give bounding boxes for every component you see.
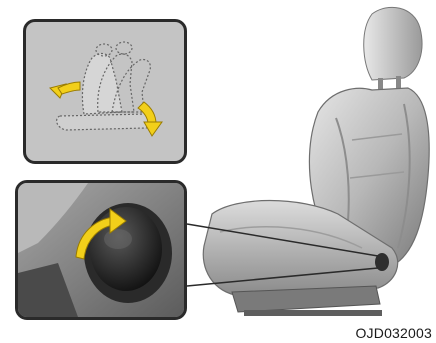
headrest bbox=[364, 7, 422, 80]
arrow-left-icon bbox=[50, 82, 80, 98]
seat-rail bbox=[244, 310, 382, 316]
figure-code-label: OJD032003 bbox=[355, 325, 432, 341]
lever-closeup-inset bbox=[15, 180, 187, 320]
recline-diagram-inset bbox=[23, 19, 187, 164]
recline-diagram bbox=[26, 22, 184, 161]
lever-closeup bbox=[18, 183, 184, 317]
